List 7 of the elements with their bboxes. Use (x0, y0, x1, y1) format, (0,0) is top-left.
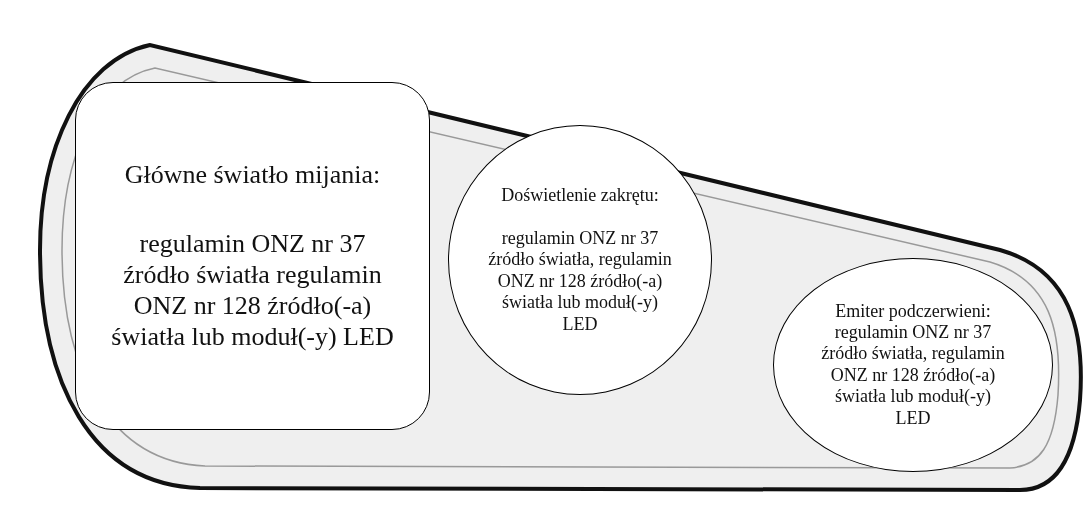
rounded-box (75, 82, 430, 430)
heading: Główne światło mijania: (124, 159, 381, 190)
body-text: regulamin ONZ nr 37 źródło światła, regulamin ONZ nr 128 źródło(-a) światła lub moduł(-y) LED (487, 227, 673, 336)
heading: Doświetlenie zakrętu: (501, 184, 659, 206)
body-text: regulamin ONZ nr 37 źródło światła regulamin ONZ nr 128 źródło(-a) światła lub moduł(-y) LED (110, 227, 395, 353)
body-text: regulamin ONZ nr 37 źródło światła, regulamin ONZ nr 128 źródło(-a) światła lub moduł(-y) LED (820, 321, 1006, 430)
heading: Emiter podczerwieni: (835, 300, 991, 322)
